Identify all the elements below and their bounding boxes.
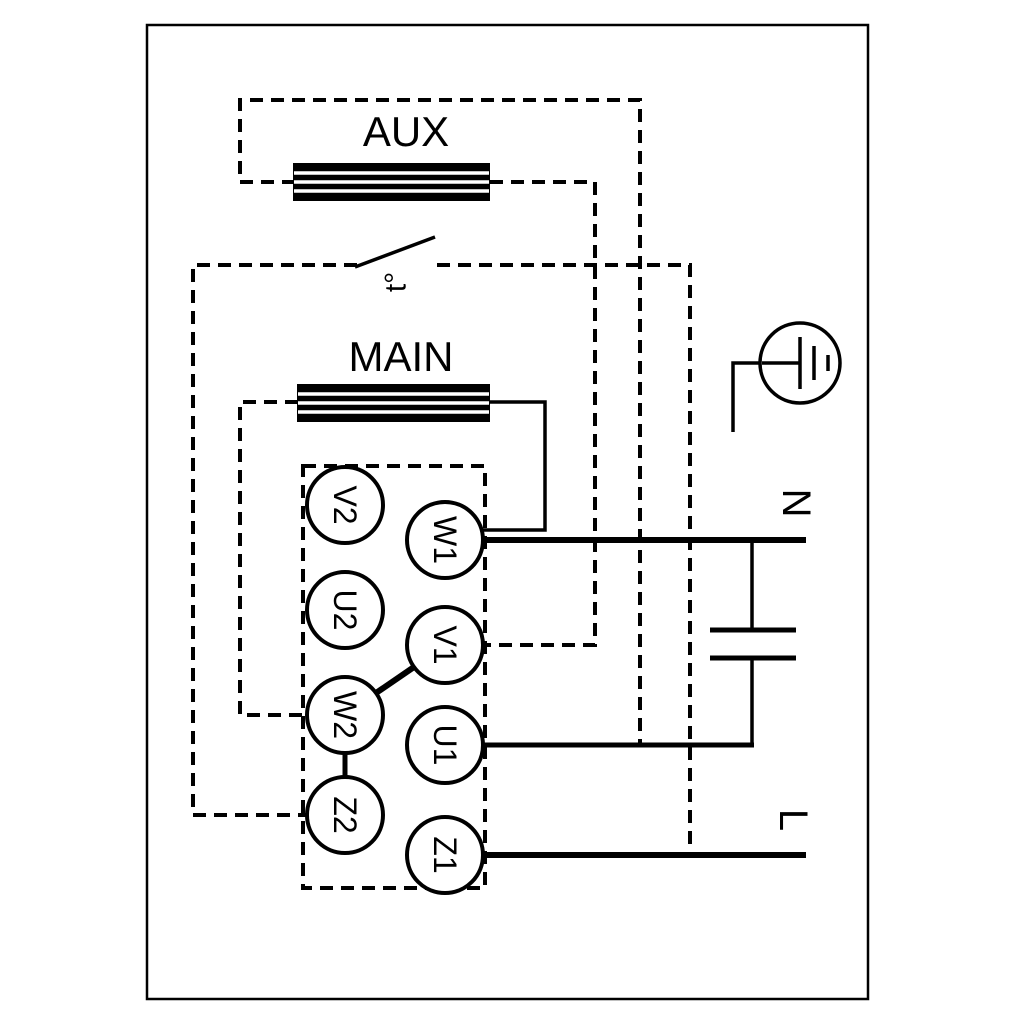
terminal-w2-label: W2 [327,691,363,739]
terminal-v1: V1 [405,605,485,685]
terminal-w1-circle [405,500,485,580]
terminal-z2-label: Z2 [327,796,363,833]
main-winding-label: MAIN [349,333,454,380]
ground-lead-wire [731,361,761,432]
aux-winding-label: AUX [363,108,449,155]
main-winding [297,384,490,422]
neutral-label: N [774,489,818,518]
aux-right-to-v1-wire [483,180,597,647]
terminal-u1: U1 [405,705,485,785]
diagram-border [145,23,870,1001]
terminal-w2-circle [305,675,385,755]
aux-left-loop-wire [238,98,642,743]
aux-winding [293,163,490,201]
main-left-to-w2-wire [238,400,307,717]
terminal-z2-circle [305,775,385,855]
terminal-w1-label: W1 [427,516,463,564]
terminal-v1-label: V1 [427,625,463,664]
w2-v1-link [374,664,416,696]
terminal-block-outline [301,464,487,890]
thermal-switch-blade [354,235,436,269]
terminal-v2-label: V2 [327,485,363,524]
terminal-u1-label: U1 [427,725,463,766]
thermal-switch-label: t° [380,272,413,292]
terminal-v2-circle [305,465,385,545]
terminal-v1-circle [405,605,485,685]
switch-to-line-wire [437,263,692,853]
terminal-u2: U2 [305,570,385,650]
main-right-to-w1-wire [482,400,547,532]
terminal-z1: Z1 [405,815,485,895]
terminal-w1: W1 [405,500,485,580]
terminal-z1-circle [405,815,485,895]
line-label: L [771,809,815,831]
earth-ground-icon [731,321,842,432]
terminal-u2-circle [305,570,385,650]
capacitor-icon [710,627,796,661]
terminal-z2: Z2 [305,775,385,855]
terminal-v2: V2 [305,465,385,545]
terminal-u2-label: U2 [327,590,363,631]
terminal-w2: W2 [305,675,385,755]
terminal-z1-label: Z1 [427,836,463,873]
terminal-u1-circle [405,705,485,785]
